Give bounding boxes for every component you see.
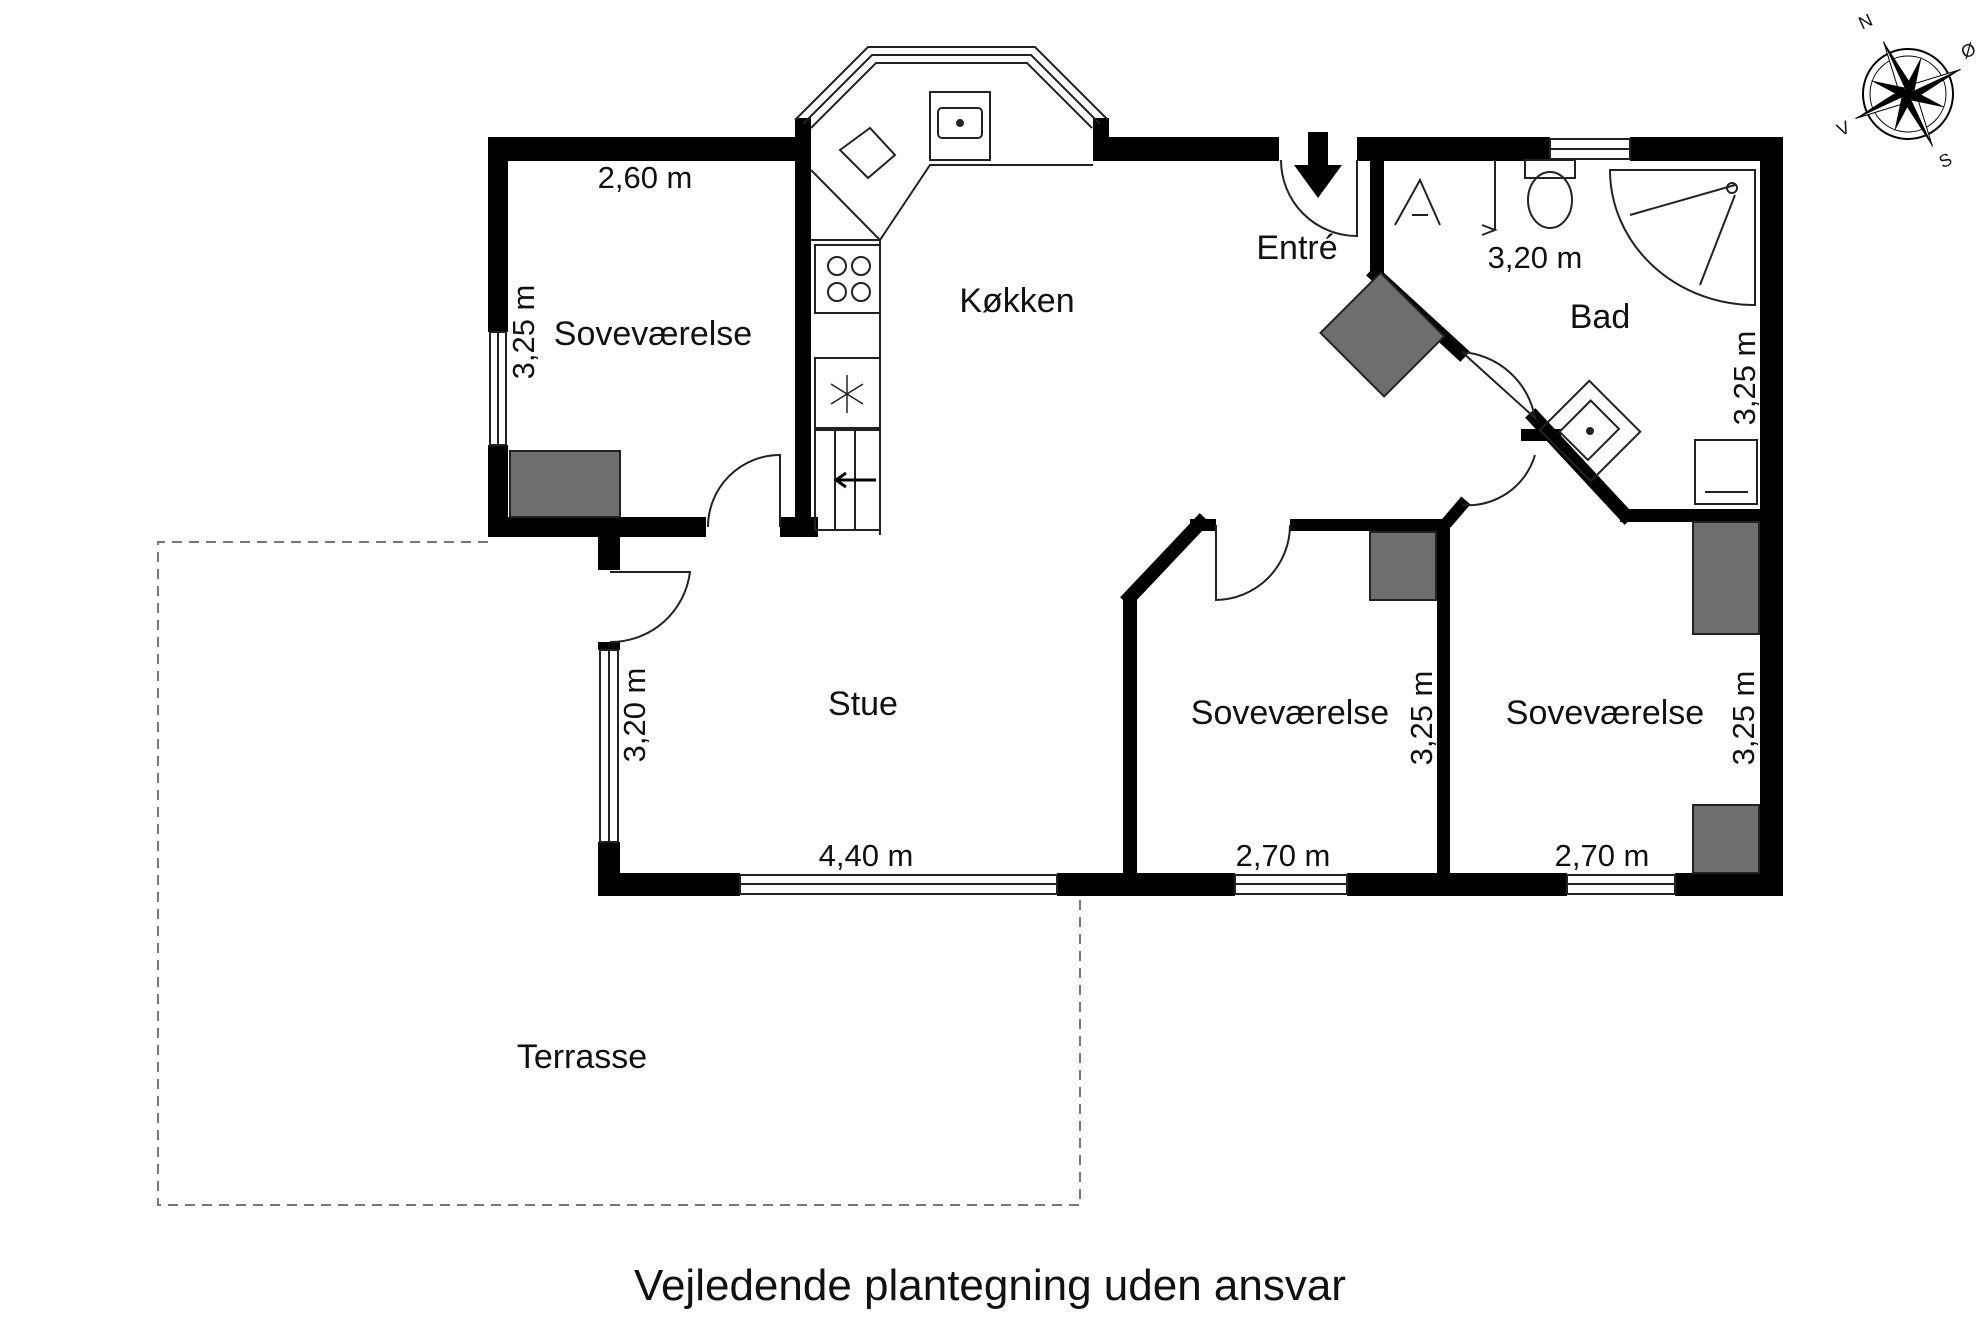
room-label-bath: Bad [1570,298,1631,336]
wall [1620,509,1770,522]
dim-living-width: 4,40 m [819,838,914,873]
stove-icon [814,244,881,314]
room-label-living: Stue [828,685,898,723]
dim-bedroom-middle-width: 2,70 m [1236,838,1331,873]
wall [488,445,508,537]
dim-bedroom-left-depth: 3,25 m [506,285,541,380]
wall [1290,519,1450,531]
wall [1093,137,1279,161]
room-label-kitchen: Køkken [959,282,1074,320]
wall [598,842,620,892]
shower-icon [1608,169,1756,307]
washbasin-icon [1538,379,1642,483]
wall [1760,137,1783,894]
compass-rose-icon: N Ø S V [1834,10,1979,172]
wall [1675,873,1783,896]
walls [488,118,1783,896]
wall [1437,519,1450,879]
wall [795,118,811,140]
compass-west: V [1834,117,1853,140]
dim-bath-width: 3,20 m [1488,240,1583,275]
doors [609,159,1537,644]
room-label-entry: Entré [1256,229,1337,267]
compass-north: N [1855,10,1875,34]
room-label-terrace: Terrasse [517,1038,647,1076]
wall [1093,118,1109,140]
entry-arrow-icon [1294,132,1342,198]
dishwasher-icon [838,126,897,180]
room-label-bedroom-right: Soveværelse [1506,694,1704,732]
wall [1630,137,1783,161]
wall [1357,137,1550,161]
arrow-left-icon [833,471,876,489]
dimension-labels: 2,60 m 3,25 m 3,20 m 3,25 m 3,20 m 4,40 … [506,160,1762,873]
closet [1369,531,1437,601]
kitchen-fixtures [810,91,1093,535]
kitchen-bay-window [794,46,1109,129]
closet [1692,521,1760,635]
toilet-icon [1524,159,1576,179]
dim-bedroom-left-width: 2,60 m [598,160,693,195]
compass-south: S [1936,149,1955,172]
wall [1347,873,1567,896]
wall [1370,155,1384,277]
closet [1319,271,1446,398]
wall [1057,873,1235,896]
wall [1123,595,1137,880]
wall [598,873,740,896]
closets [509,271,1760,874]
fridge-icon [814,357,881,429]
dim-living-depth: 3,20 m [617,668,652,763]
compass-east: Ø [1958,39,1979,63]
wall [598,642,620,650]
wall [488,517,706,537]
room-labels: Soveværelse Køkken Entré Bad Stue Sovevæ… [517,229,1704,1076]
dim-bedroom-middle-depth: 3,25 m [1404,671,1439,766]
closet [509,450,621,518]
windows [489,138,1676,895]
bath-fixtures [1394,159,1758,505]
wall [795,137,811,537]
room-label-bedroom-middle: Soveværelse [1191,694,1389,732]
dim-bath-depth: 3,25 m [1727,331,1762,426]
closet [1692,804,1760,874]
caption: Vejledende plantegning uden ansvar [634,1261,1346,1310]
sink-icon [929,91,991,161]
wall [488,137,508,332]
wall [488,137,811,161]
room-label-bedroom-left: Soveværelse [554,315,752,353]
dim-bedroom-right-width: 2,70 m [1555,838,1650,873]
wall [598,530,620,570]
dim-bedroom-right-depth: 3,25 m [1726,671,1761,766]
terrace-outline [157,541,1081,1206]
